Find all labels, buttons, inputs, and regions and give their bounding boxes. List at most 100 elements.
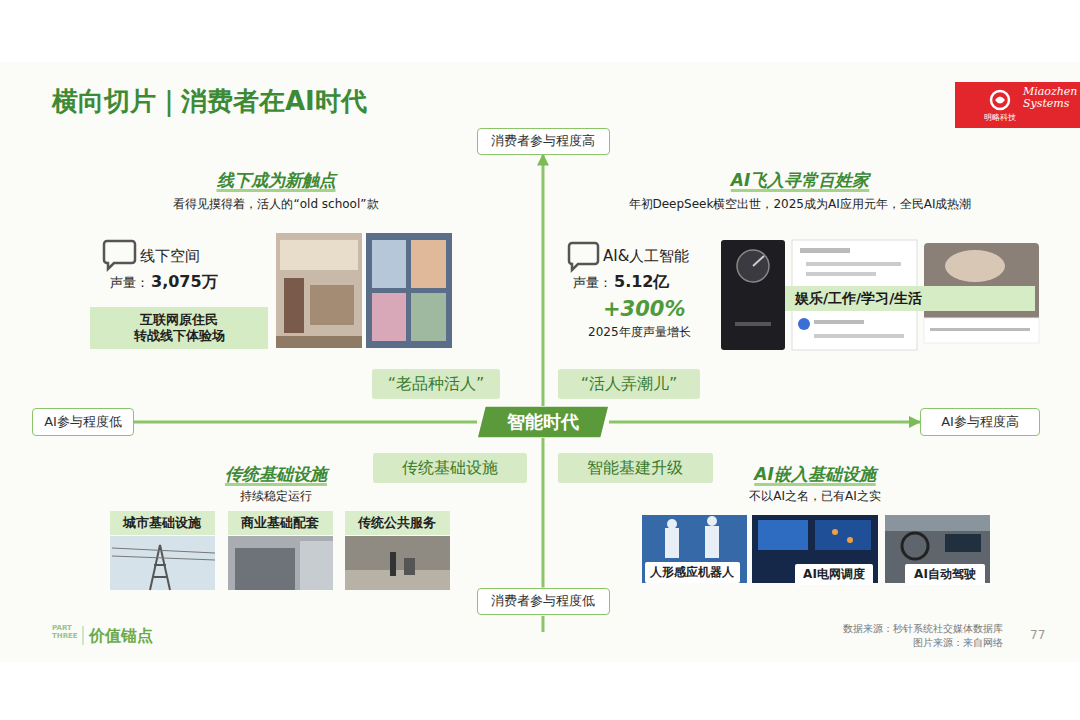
metric-name: 线下空间 bbox=[140, 247, 200, 265]
pylon-photo bbox=[110, 536, 215, 590]
node-text: 娱乐/工作/学习/生活 bbox=[795, 290, 922, 307]
phone-screenshot bbox=[737, 250, 769, 282]
robot-photo bbox=[665, 528, 679, 558]
phone-screenshot bbox=[753, 256, 764, 266]
logo-panel bbox=[955, 82, 1080, 128]
axis-arrow bbox=[542, 438, 545, 588]
axis-arrow bbox=[609, 421, 920, 424]
section-heading: AI嵌入基础设施 bbox=[754, 464, 875, 484]
growth-value: +300% bbox=[603, 297, 685, 322]
car-photo bbox=[902, 533, 928, 559]
phone-screenshot bbox=[721, 240, 785, 350]
node-text: 消费者参与程度低 bbox=[491, 593, 595, 609]
logo-mark bbox=[991, 91, 1009, 109]
axis-tail bbox=[542, 616, 545, 632]
building-photo bbox=[235, 548, 295, 590]
section-heading: AI飞入寻常百姓家 bbox=[731, 170, 869, 190]
highlight-box: 互联网原住民 转战线下体验场 bbox=[90, 307, 268, 349]
axis-label-box: AI参与程度高 bbox=[920, 408, 1040, 436]
source-note: 图片来源：来自网络 bbox=[913, 637, 1003, 649]
mall-photo bbox=[284, 278, 304, 333]
chat-icon bbox=[569, 243, 598, 270]
footer-section: 价值锚点 bbox=[89, 626, 153, 645]
building-photo bbox=[300, 541, 333, 590]
car-photo bbox=[885, 515, 990, 531]
page-number: 77 bbox=[1030, 628, 1045, 642]
chat-screenshot bbox=[798, 318, 810, 330]
logo-mark bbox=[995, 97, 1005, 104]
pylon-photo bbox=[150, 545, 170, 590]
node-text: AI自动驾驶 bbox=[914, 567, 976, 581]
mall-photo bbox=[276, 336, 362, 348]
center-badge: 智能时代 bbox=[477, 406, 609, 438]
axis-label-box: AI参与程度低 bbox=[32, 408, 134, 436]
corridor-photo bbox=[390, 552, 396, 576]
mall-photo bbox=[310, 285, 354, 325]
control-room-photo bbox=[758, 520, 808, 550]
node-text: 传统公共服务 bbox=[358, 515, 436, 531]
node-text: 互联网原住民 转战线下体验场 bbox=[134, 312, 225, 343]
car-photo bbox=[885, 515, 990, 583]
control-room-photo bbox=[847, 537, 853, 543]
video-screenshot bbox=[945, 250, 1005, 282]
control-room-photo bbox=[832, 529, 838, 535]
shop-photo bbox=[366, 233, 452, 348]
footer-part: PART THREE bbox=[52, 625, 78, 640]
chat-screenshot bbox=[814, 320, 864, 324]
shop-photo bbox=[411, 293, 446, 341]
car-photo bbox=[945, 534, 981, 552]
photo-caption: 人形感应机器人 bbox=[645, 562, 740, 583]
node-text: “活人弄潮儿” bbox=[581, 374, 678, 393]
video-screenshot bbox=[924, 318, 1039, 343]
section-subtitle: 持续稳定运行 bbox=[240, 489, 312, 503]
logo-text: Miaozhen Systems bbox=[1023, 86, 1077, 110]
shop-photo bbox=[372, 240, 406, 288]
video-screenshot bbox=[930, 328, 1030, 331]
chat-screenshot bbox=[800, 248, 850, 253]
metric-value: 5.12亿 bbox=[614, 272, 669, 291]
robot-photo bbox=[642, 515, 747, 583]
node-text: AI参与程度低 bbox=[44, 414, 122, 430]
caption-box: 城市基础设施 bbox=[110, 511, 215, 535]
section-heading: 传统基础设施 bbox=[225, 464, 327, 484]
growth-note: 2025年度声量增长 bbox=[588, 325, 691, 339]
node-text: 人形感应机器人 bbox=[650, 565, 734, 579]
robot-photo bbox=[707, 516, 717, 526]
section-subtitle: 看得见摸得着，活人的“old school”款 bbox=[173, 197, 378, 211]
source-note: 数据来源：秒针系统社交媒体数据库 bbox=[843, 623, 1003, 635]
metric-value: 3,075万 bbox=[151, 272, 218, 291]
caption-box: 商业基础配套 bbox=[228, 511, 333, 535]
photo-caption: AI电网调度 bbox=[795, 564, 873, 585]
pylon-photo bbox=[112, 548, 215, 560]
node-text: 商业基础配套 bbox=[241, 515, 319, 531]
node-text: “老品种活人” bbox=[388, 374, 485, 393]
chat-icon bbox=[104, 241, 135, 269]
axis-label-box: 消费者参与程度低 bbox=[477, 588, 610, 615]
quadrant-tag: “老品种活人” bbox=[372, 369, 500, 399]
node-text: 智能基建升级 bbox=[587, 458, 683, 477]
caption-box: 传统公共服务 bbox=[345, 511, 450, 535]
mall-photo bbox=[276, 233, 362, 348]
corridor-photo bbox=[404, 558, 415, 575]
section-subtitle: 年初DeepSeek横空出世，2025成为AI应用元年，全民AI成热潮 bbox=[629, 197, 972, 211]
chat-screenshot bbox=[814, 334, 904, 338]
axis-arrow bbox=[134, 421, 477, 424]
robot-photo bbox=[667, 519, 677, 529]
mall-photo bbox=[280, 240, 358, 270]
shop-photo bbox=[411, 240, 446, 288]
phone-screenshot bbox=[735, 322, 771, 326]
corridor-photo bbox=[345, 536, 450, 590]
metric-name: AI&人工智能 bbox=[603, 247, 689, 265]
metric-label: 声量： bbox=[110, 275, 149, 291]
node-text: 消费者参与程度高 bbox=[491, 133, 595, 149]
node-text: 传统基础设施 bbox=[402, 458, 498, 477]
chat-screenshot bbox=[806, 262, 901, 266]
badge-shape bbox=[477, 406, 609, 438]
node-text: 城市基础设施 bbox=[123, 515, 201, 531]
section-subtitle: 不以AI之名，已有AI之实 bbox=[749, 489, 881, 503]
node-text: 智能时代 bbox=[507, 411, 579, 433]
logo-text: 明略科技 bbox=[984, 113, 1016, 123]
node-text: AI电网调度 bbox=[803, 567, 865, 581]
robot-photo bbox=[705, 526, 719, 558]
control-room-photo bbox=[752, 515, 878, 583]
